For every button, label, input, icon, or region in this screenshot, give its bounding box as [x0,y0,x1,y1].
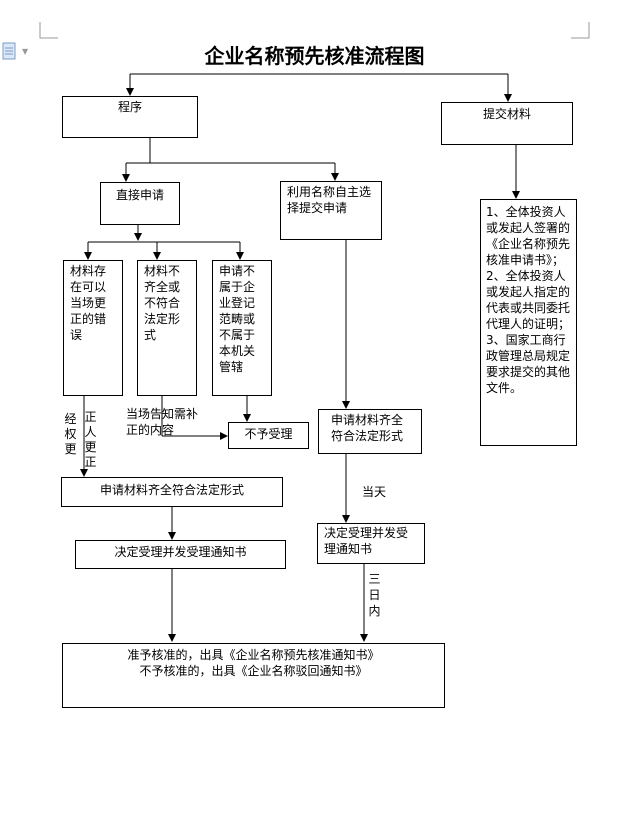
material-item: 1、全体投资人或发起人签署的《企业名称预先核准申请书》； [486,205,571,267]
node-direct-apply: 直接申请 [100,182,180,225]
material-item: 2、全体投资人或发起人指定的代表或共同委托代理人的证明； [486,269,571,331]
final-approve-text: 准予核准的，出具《企业名称预先核准通知书》 [127,648,380,662]
node-self-select: 利用名称自主选择提交申请 [280,181,382,240]
node-complete-left-label: 申请材料齐全符合法定形式 [99,483,244,497]
node-program: 程序 [62,96,198,138]
node-accept-right: 决定受理并发受理通知书 [317,523,425,564]
dropdown-arrow-icon[interactable]: ▼ [22,47,29,56]
node-materials-list: 1、全体投资人或发起人签署的《企业名称预先核准申请书》； 2、全体投资人或发起人… [480,199,577,446]
node-out-of-scope: 申请不属于企业登记范畴或不属于本机关管辖 [212,260,272,396]
edge-label-notify: 当场告知需补正的内容 [126,407,199,437]
node-submit-materials: 提交材料 [441,102,573,145]
node-accept-right-label: 决定受理并发受理通知书 [324,526,409,556]
edge-label-same-day: 当天 [362,485,387,499]
material-item: 3、国家工商行政管理总局规定要求提交的其他文件。 [486,333,571,395]
node-complete-left: 申请材料齐全符合法定形式 [61,477,283,507]
node-final-decision: 准予核准的，出具《企业名称预先核准通知书》 不予核准的，出具《企业名称驳回通知书… [62,643,445,708]
node-correctable-error: 材料存在可以当场更正的错误 [63,260,123,396]
edge-label-three-days: 三日内 [368,572,381,618]
final-reject-text: 不予核准的，出具《企业名称驳回通知书》 [139,664,368,678]
page-title: 企业名称预先核准流程图 [204,44,425,68]
node-submit-materials-label: 提交材料 [482,107,531,121]
document-icon[interactable] [2,42,16,60]
node-complete-right: 申请材料齐全符合法定形式 [318,409,422,454]
node-self-select-label: 利用名称自主选择提交申请 [287,185,372,215]
node-program-label: 程序 [117,100,142,114]
edge-label-corrected-b: 正人更正 [84,410,97,469]
node-accept-left-label: 决定受理并发受理通知书 [114,545,247,559]
node-complete-right-label: 申请材料齐全符合法定形式 [331,413,404,443]
edge-label-corrected-a: 经权更 [64,412,77,456]
node-correctable-error-label: 材料存在可以当场更正的错误 [70,264,107,342]
node-incomplete-materials-label: 材料不齐全或不符合法定形式 [144,264,181,342]
node-reject-label: 不予受理 [244,427,293,441]
node-reject: 不予受理 [228,422,309,449]
node-incomplete-materials: 材料不齐全或不符合法定形式 [137,260,197,396]
node-out-of-scope-label: 申请不属于企业登记范畴或不属于本机关管辖 [219,264,256,374]
node-accept-left: 决定受理并发受理通知书 [75,540,286,569]
node-direct-apply-label: 直接申请 [115,188,164,202]
